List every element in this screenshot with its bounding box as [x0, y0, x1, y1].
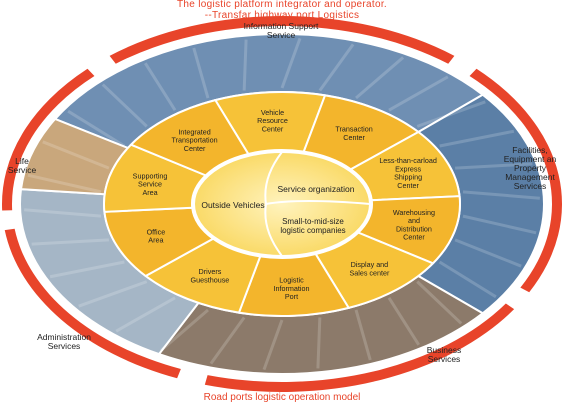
label-business-line1: Business [426, 345, 462, 355]
photo-texture-stripe [354, 309, 372, 361]
core-label-small-mid-line2: logistic companies [280, 226, 345, 235]
segment-label-line: Service [138, 180, 162, 189]
photo-texture-stripe [159, 308, 209, 352]
outer-arc-business [204, 303, 515, 392]
photo-texture-stripe [101, 83, 148, 128]
outer-arc-facilities [469, 68, 562, 293]
segment-label-line: Distribution [396, 224, 432, 233]
label-business-line2: Services [427, 354, 461, 364]
outer-arc-life [1, 68, 95, 211]
label-information-support: Information Support Service [216, 22, 346, 40]
photo-texture-stripe [416, 100, 486, 128]
segment-label-line: Center [343, 133, 365, 142]
photo-texture-stripe [144, 62, 177, 111]
core-label-service-organization: Service organization [277, 184, 354, 194]
title-line-2: --Transfar highway port Logistics [204, 10, 360, 21]
label-facilities-line4: Management [505, 172, 555, 182]
title-line-1: The logistic platform integrator and ope… [176, 0, 387, 10]
segment-label-line: Display and [351, 260, 389, 269]
segment-label-line: Resource [257, 116, 288, 125]
photo-texture-stripe [462, 190, 540, 200]
segment-label-line: Center [184, 144, 206, 153]
photo-texture-stripe [355, 56, 405, 100]
photo-texture-stripe [439, 129, 515, 148]
segment-label-line: Less-than-carload [379, 156, 437, 165]
photo-texture-stripe [115, 296, 176, 333]
label-administration-line2: Services [47, 341, 81, 351]
segment-label-line: and [408, 216, 420, 225]
segment-label-line: Drivers [199, 267, 222, 276]
segment-label-line: Area [142, 188, 157, 197]
segment-label-line: Information [274, 284, 310, 293]
photo-texture-stripe [27, 173, 102, 194]
label-information-support-line2: Service [266, 30, 296, 40]
photo-texture-stripe [262, 319, 284, 371]
label-administration: Administration Services [24, 333, 104, 351]
segment-label-line: Sales center [349, 268, 390, 277]
segment-label-line: Integrated [178, 127, 210, 136]
photo-texture-stripe [192, 47, 210, 99]
segment-label-line: Logistic [279, 276, 304, 285]
segment-label-line: Center [403, 233, 425, 242]
label-life-service: Life Service [2, 157, 42, 175]
photo-texture-stripe [49, 260, 125, 279]
photo-texture-stripe [316, 317, 322, 369]
photo-texture-stripe [388, 75, 449, 112]
segment-label-line: Transportation [172, 136, 218, 145]
photo-texture-stripe [387, 297, 420, 346]
label-facilities-line2: Equipment an [503, 154, 557, 164]
outer-arc-information [109, 15, 455, 64]
label-life-service-line1: Life [15, 156, 29, 166]
outer-ring-arcs [1, 15, 562, 392]
photo-texture-stripe [78, 280, 148, 308]
segment-label-line: Shipping [394, 173, 422, 182]
segment-label-line: Vehicle [261, 108, 284, 117]
service-band [103, 91, 461, 317]
core-divider-horizontal [265, 200, 371, 205]
segment-label-line: Express [395, 164, 421, 173]
photo-texture-stripe [24, 208, 102, 218]
photo-texture-stripe [318, 43, 355, 92]
segment-label-line: Guesthouse [191, 275, 230, 284]
label-facilities: Facilities, Equipment an Property Manage… [498, 146, 562, 191]
photo-texture-stripe [416, 280, 463, 325]
photo-texture-stripe [280, 37, 302, 89]
photo-texture-stripe [438, 260, 497, 299]
core-label-small-mid-line1: Small-to-mid-size [282, 217, 344, 226]
segment-label-line: Warehousing [393, 208, 435, 217]
label-facilities-line1: Facilities, [512, 145, 548, 155]
core [193, 151, 371, 257]
segment-label-line: Port [285, 292, 298, 301]
photo-texture-stripe [42, 140, 110, 170]
label-facilities-line3: Property [513, 163, 547, 173]
segment-label-line: Center [397, 181, 419, 190]
label-information-support-line1: Information Support [243, 21, 319, 31]
segment-label-line: Area [148, 236, 163, 245]
label-business: Business Services [412, 346, 476, 364]
photo-texture-stripe [242, 39, 248, 91]
photo-texture-stripe [454, 238, 522, 268]
segment-label-line: Transaction [335, 125, 372, 134]
label-life-service-line2: Service [7, 165, 37, 175]
photo-texture-stripe [31, 238, 109, 246]
segment-label-line: Office [147, 227, 166, 236]
photo-texture-stripe [462, 214, 537, 235]
label-facilities-line5: Services [513, 181, 547, 191]
photo-texture-stripe [209, 316, 246, 365]
core-label-outside-vehicles: Outside Vehicles [201, 200, 264, 210]
segment-label-line: Center [262, 124, 284, 133]
segment-label-line: Supporting [133, 171, 168, 180]
photo-texture-stripe [455, 162, 533, 170]
caption: Road ports logistic operation model [203, 392, 361, 403]
label-administration-line1: Administration [37, 332, 91, 342]
photo-texture-stripe [67, 109, 126, 148]
service-band-segment [129, 99, 250, 177]
